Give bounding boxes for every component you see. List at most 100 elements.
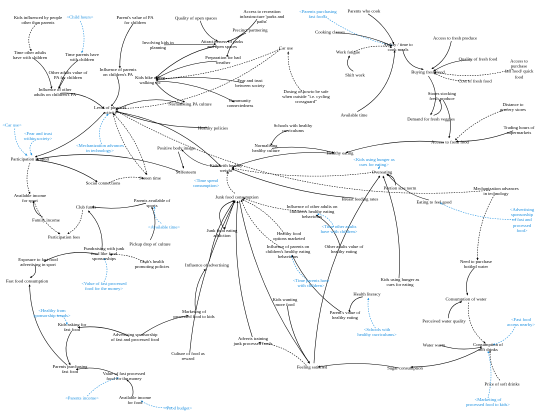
node-healthy-policies: Healthy policies <box>198 125 228 131</box>
causal-link <box>26 162 31 195</box>
node-access-fast-food: Access to purchase fast food/ quick food <box>504 58 534 80</box>
causal-link <box>115 111 221 167</box>
causal-link <box>487 350 492 399</box>
causal-link <box>316 213 335 228</box>
causal-link <box>60 92 105 110</box>
node-parents-sport: Parents available of sports <box>133 197 171 208</box>
causal-link <box>433 68 514 76</box>
causal-link <box>65 330 72 366</box>
causal-link <box>75 367 119 376</box>
causal-link <box>87 210 103 251</box>
node-distance-grocery: Distance to grocery stores <box>500 101 526 112</box>
causal-link <box>455 108 508 141</box>
causal-link <box>241 199 285 234</box>
causal-link <box>56 315 68 325</box>
causal-link <box>14 128 28 156</box>
causal-link <box>431 41 452 70</box>
causal-link <box>99 113 109 145</box>
causal-link <box>226 171 236 194</box>
node-ability-cook: Ability / time to cook meals <box>383 41 413 52</box>
node-available-time: Available time <box>340 112 368 118</box>
node-parents-purchasing-top: <Parents purchasing fast food> <box>299 8 337 19</box>
node-water-warm: Water warm <box>422 342 446 348</box>
causal-link <box>467 302 486 344</box>
node-kids-asking: Kids asking for fast food <box>57 321 87 332</box>
node-food-budget-ext: <Food budget> <box>163 405 193 411</box>
node-breast-feeding: Breast feeding rates <box>341 196 379 202</box>
causal-link <box>109 253 147 264</box>
causal-link <box>455 130 514 143</box>
causal-link <box>28 23 37 52</box>
node-shift-work: Shift work <box>345 72 365 78</box>
causal-link <box>231 168 355 199</box>
node-other-adults-pa: Other adults value of PA for children <box>48 69 88 80</box>
node-positive-body: Positive body image <box>157 145 195 151</box>
causal-link <box>335 32 393 47</box>
causal-link <box>194 268 206 311</box>
causal-link <box>242 197 307 212</box>
causal-link <box>240 199 285 250</box>
node-mechanization-ext: <Mechanization advances in technology> <box>76 142 124 153</box>
causal-link <box>103 257 108 283</box>
causal-link <box>367 13 395 45</box>
causal-link <box>155 77 245 84</box>
node-available-time-ext: <Available time> <box>147 224 181 230</box>
node-influence-parents-pa: Influence of parents on children's PA <box>99 66 137 77</box>
causal-link <box>29 265 36 278</box>
node-normalising-healthy: Normalising healthy culture <box>252 142 280 153</box>
causal-link <box>345 140 445 154</box>
node-influence-other-adults-pa: Influence of other adults on children's … <box>33 86 77 97</box>
causal-link <box>439 344 483 350</box>
node-time-parents-ext: <Time parents have with children> <box>292 277 330 288</box>
node-involving-kids-planning: Involving kids in planning <box>142 39 174 50</box>
node-community-connectedness: Community connectedness <box>226 97 254 108</box>
node-other-adults-healthy: Other adults value of healthy eating <box>324 243 364 254</box>
node-car-use-ext: <Car use> <box>2 122 22 128</box>
node-preparation-bad-weather: Preparation for bad weather <box>205 54 241 65</box>
node-parents-purchasing: Parents purchasing fast food <box>52 363 88 374</box>
node-kids-influenced-parents: Kids influenced by people other than par… <box>13 14 63 25</box>
node-kids-active-walking: Kids bike riding walking etc <box>135 74 165 85</box>
node-fear-trust: Fear and trust between society <box>235 77 265 88</box>
node-need-bottled: Need to purchase bottled water <box>460 258 492 269</box>
node-advertising-ext-right: <Advertising sponsorship of fast and pro… <box>509 206 535 233</box>
node-level-pa: Level of physical activity <box>94 104 126 115</box>
causal-link <box>118 23 134 69</box>
node-healthy-eating: Healthy eating <box>326 150 354 156</box>
node-cooking-classes: Cooking classes <box>315 29 345 35</box>
node-participation-fees: Participation fees <box>47 234 81 240</box>
node-car-use: Car use <box>279 45 293 51</box>
node-buying-fresh: Buying fresh food <box>411 69 445 75</box>
causal-link <box>402 49 424 71</box>
causal-link <box>58 59 79 89</box>
node-social-connections: Social connections <box>85 180 121 186</box>
causal-link <box>155 80 235 103</box>
node-marketing-processed: Marketing of processed food to kids <box>173 308 215 319</box>
causal-link <box>367 297 376 329</box>
causal-link <box>433 59 473 72</box>
node-influence-parents-healthy: Influence of parents on children's healt… <box>265 244 311 260</box>
node-fast-food-consumption: Fast food consumption <box>5 278 49 284</box>
causal-link <box>181 149 221 167</box>
causal-link <box>34 111 106 158</box>
node-adverts-junk: Adverts training junk processed foods <box>233 335 273 346</box>
causal-link <box>33 200 61 235</box>
causal-link <box>353 45 393 52</box>
node-portion-size: Portion size norm <box>383 185 417 191</box>
node-normalising-pa: Normalising PA culture <box>168 101 212 107</box>
node-healthy-food-marketed: Healthy food options marketed <box>273 230 305 241</box>
causal-link <box>178 151 185 169</box>
node-consumption-water: Consumption of water <box>445 296 487 302</box>
node-perceived-water: Perceived water quality <box>422 318 466 324</box>
causal-link <box>219 200 235 230</box>
node-sitting-alone: Dosing of howto be safe when outside "i.… <box>282 89 330 105</box>
causal-link <box>466 267 475 296</box>
node-access-recreation: Access to recreation infrastructure 'par… <box>239 9 285 25</box>
causal-link <box>33 58 53 89</box>
causal-link <box>35 159 98 183</box>
node-fast-food-access-ext: <Fast food access nearby> <box>507 316 535 327</box>
node-schools-healthy-ext: <Schools with healthy curriculums> <box>357 326 397 337</box>
causal-link <box>115 110 208 128</box>
causal-link <box>428 75 436 116</box>
node-attractiveness-parks: Attractiveness of parks and open spaces <box>200 38 244 49</box>
